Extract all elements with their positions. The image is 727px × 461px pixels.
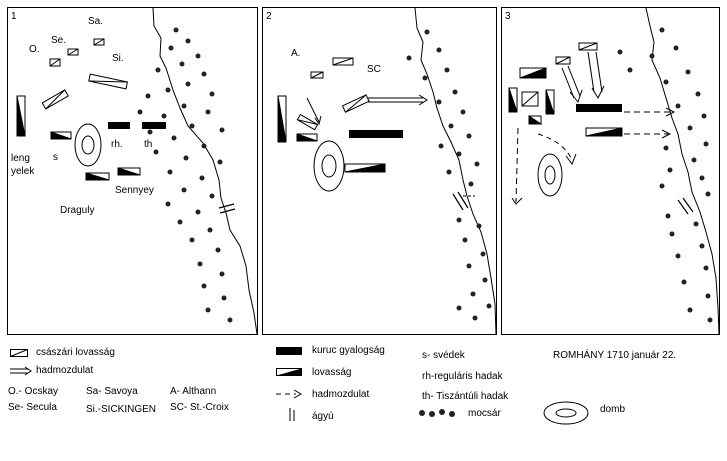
label-leng: leng	[11, 153, 30, 164]
kuruc-cavalry-units	[508, 67, 623, 137]
maneuver-arrows	[511, 51, 676, 205]
hill-symbol	[537, 153, 563, 197]
kuruc-cavalry-units	[16, 95, 141, 181]
river-line	[414, 8, 496, 334]
panel-3-map	[508, 8, 719, 334]
cannon-symbol	[218, 203, 236, 214]
legend-tiszantuli: th- Tiszántúli hadak	[422, 391, 509, 402]
label-ocskay: O.	[29, 44, 40, 55]
legend-secula: Se- Secula	[8, 402, 57, 413]
label-rh: rh.	[111, 139, 123, 150]
legend-sickingen: Si.-SICKINGEN	[86, 404, 157, 415]
panel-number: 3	[505, 11, 511, 22]
panel-2-map	[277, 8, 496, 334]
river-line	[645, 8, 719, 334]
legend-althann: A- Althann	[170, 386, 217, 397]
legend-ocskay: O.- Ocskay	[8, 386, 59, 397]
label-althann: A.	[291, 48, 301, 59]
legend-maneuver: hadmozdulat	[36, 365, 94, 376]
legend-regular: rh-reguláris hadak	[422, 371, 503, 382]
legend-stcroix: SC- St.-Croix	[170, 402, 229, 413]
hill-symbol	[74, 123, 102, 167]
panel-2: 2 A. SC	[262, 7, 497, 335]
legend-savoya: Sa- Savoya	[86, 386, 138, 397]
kuruc-infantry-units	[576, 104, 622, 112]
river-line	[152, 8, 257, 334]
legend-swamp: mocsár	[468, 408, 501, 419]
legend-swamp-icon	[419, 409, 455, 417]
kuruc-infantry-units	[349, 130, 403, 138]
imperial-cavalry-units	[521, 42, 598, 107]
label-yelek: yelek	[11, 166, 35, 177]
label-sickingen: Si.	[112, 53, 124, 64]
cannon-symbol	[452, 191, 469, 211]
legend-title: ROMHÁNY 1710 január 22.	[553, 350, 677, 361]
maneuver-arrows	[306, 94, 475, 197]
label-secula: Se.	[51, 35, 67, 46]
swamp-area	[617, 27, 713, 323]
label-draguly: Draguly	[60, 205, 95, 216]
legend-svedek: s- svédek	[422, 350, 465, 361]
panel-3: 3	[501, 7, 720, 335]
imperial-cavalry-units	[41, 38, 129, 110]
label-th: th	[144, 139, 153, 150]
hill-symbol	[313, 140, 345, 192]
panel-1-map	[16, 8, 257, 334]
label-savoya: Sa.	[88, 16, 104, 27]
panel-number: 1	[11, 11, 17, 22]
legend-cannon: ágyú	[312, 411, 334, 422]
legend-hill: domb	[600, 404, 626, 415]
swamp-area	[137, 27, 233, 323]
panel-1: 1 O. Se. Sa. Si. leng yelek s rh. th Sen…	[7, 7, 258, 335]
swamp-area	[406, 29, 492, 321]
legend-cannon-icon	[289, 408, 295, 421]
legend-kuruc-infantry-icon	[276, 347, 302, 355]
legend-maneuver-dashed-icon	[276, 389, 302, 399]
legend-imperial-cavalry: császári lovasság	[36, 347, 115, 358]
label-stcroix: SC	[367, 64, 381, 75]
legend-cavalry-icon	[276, 368, 302, 376]
panel-number: 2	[266, 11, 272, 22]
legend-kuruc-infantry: kuruc gyalogság	[312, 345, 385, 356]
kuruc-infantry-units	[108, 122, 166, 129]
legend-cavalry: lovasság	[312, 367, 352, 378]
kuruc-cavalry-units	[277, 95, 386, 173]
cannon-symbol	[677, 197, 694, 215]
label-sennyey: Sennyey	[115, 185, 154, 196]
label-s: s	[53, 152, 58, 163]
legend-maneuver-dashed: hadmozdulat	[312, 389, 370, 400]
legend-maneuver-arrow-icon	[10, 366, 32, 376]
legend-hill-icon	[543, 401, 589, 425]
imperial-cavalry-units	[296, 57, 370, 131]
legend-imperial-cavalry-icon	[10, 349, 28, 357]
